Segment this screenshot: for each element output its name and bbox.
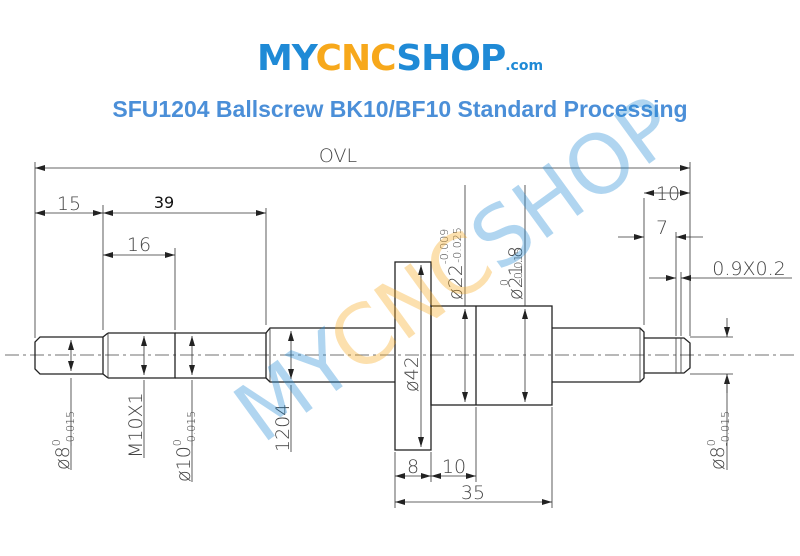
dim-right-diameter: ø80-0.015 xyxy=(705,411,732,470)
tol-lower: -0.025 xyxy=(451,227,464,262)
watermark: MYCNCSHOP xyxy=(218,79,694,461)
tol-upper: -0.009 xyxy=(438,229,451,264)
tol-lower: -0.015 xyxy=(719,411,732,446)
dim-nut-step: 10 xyxy=(442,456,466,478)
logo-part: SHOP xyxy=(396,38,506,79)
extension-lines xyxy=(34,162,733,508)
dim-16: 16 xyxy=(127,234,151,256)
tol-upper: 0 xyxy=(50,439,63,446)
dim-left-diameter: ø80-0.015 xyxy=(50,411,77,470)
dim-flange-width: 8 xyxy=(407,456,419,478)
dim-thread: M10X1 xyxy=(125,392,147,458)
dim-flange-diameter: ø42 xyxy=(401,356,423,392)
tol-lower: -0.015 xyxy=(512,248,525,283)
dim-groove: 0.9X0.2 xyxy=(712,258,785,280)
tol-lower: -0.015 xyxy=(64,411,77,446)
dia-main: ø8 xyxy=(52,446,74,470)
dia-main: ø22 xyxy=(445,264,467,300)
tol-upper: 0 xyxy=(171,439,184,446)
dimension-lines xyxy=(35,165,792,505)
page-title: SFU1204 Ballscrew BK10/BF10 Standard Pro… xyxy=(112,96,688,122)
dim-10-right: 10 xyxy=(656,183,680,205)
dim-7: 7 xyxy=(656,217,668,239)
dim-nut-diameter: ø22-0.009-0.025 xyxy=(438,227,467,300)
logo-suffix: .com xyxy=(505,58,544,74)
ballscrew-shaft xyxy=(34,261,691,451)
tol-upper: 0 xyxy=(498,279,511,286)
dim-nut-diameter-2: ø21.80-0.015 xyxy=(498,246,527,300)
nut-body xyxy=(430,305,553,406)
dim-39: 39 xyxy=(154,193,174,212)
dim-screw-size: 1204 xyxy=(272,404,294,452)
logo: MYCNCSHOP.com xyxy=(0,38,800,79)
dim-bearing-diameter: ø100-0.015 xyxy=(171,411,198,482)
ovl-label: OVL xyxy=(319,145,357,167)
dim-15: 15 xyxy=(57,193,81,215)
dim-nut-length: 35 xyxy=(461,482,485,504)
logo-part: CNC xyxy=(315,38,398,79)
dia-main: ø8 xyxy=(707,446,729,470)
dia-main: ø21.8 xyxy=(505,246,527,300)
logo-part: MY xyxy=(256,38,317,79)
dia-main: ø10 xyxy=(173,446,195,482)
tol-upper: 0 xyxy=(705,439,718,446)
tol-lower: -0.015 xyxy=(185,411,198,446)
